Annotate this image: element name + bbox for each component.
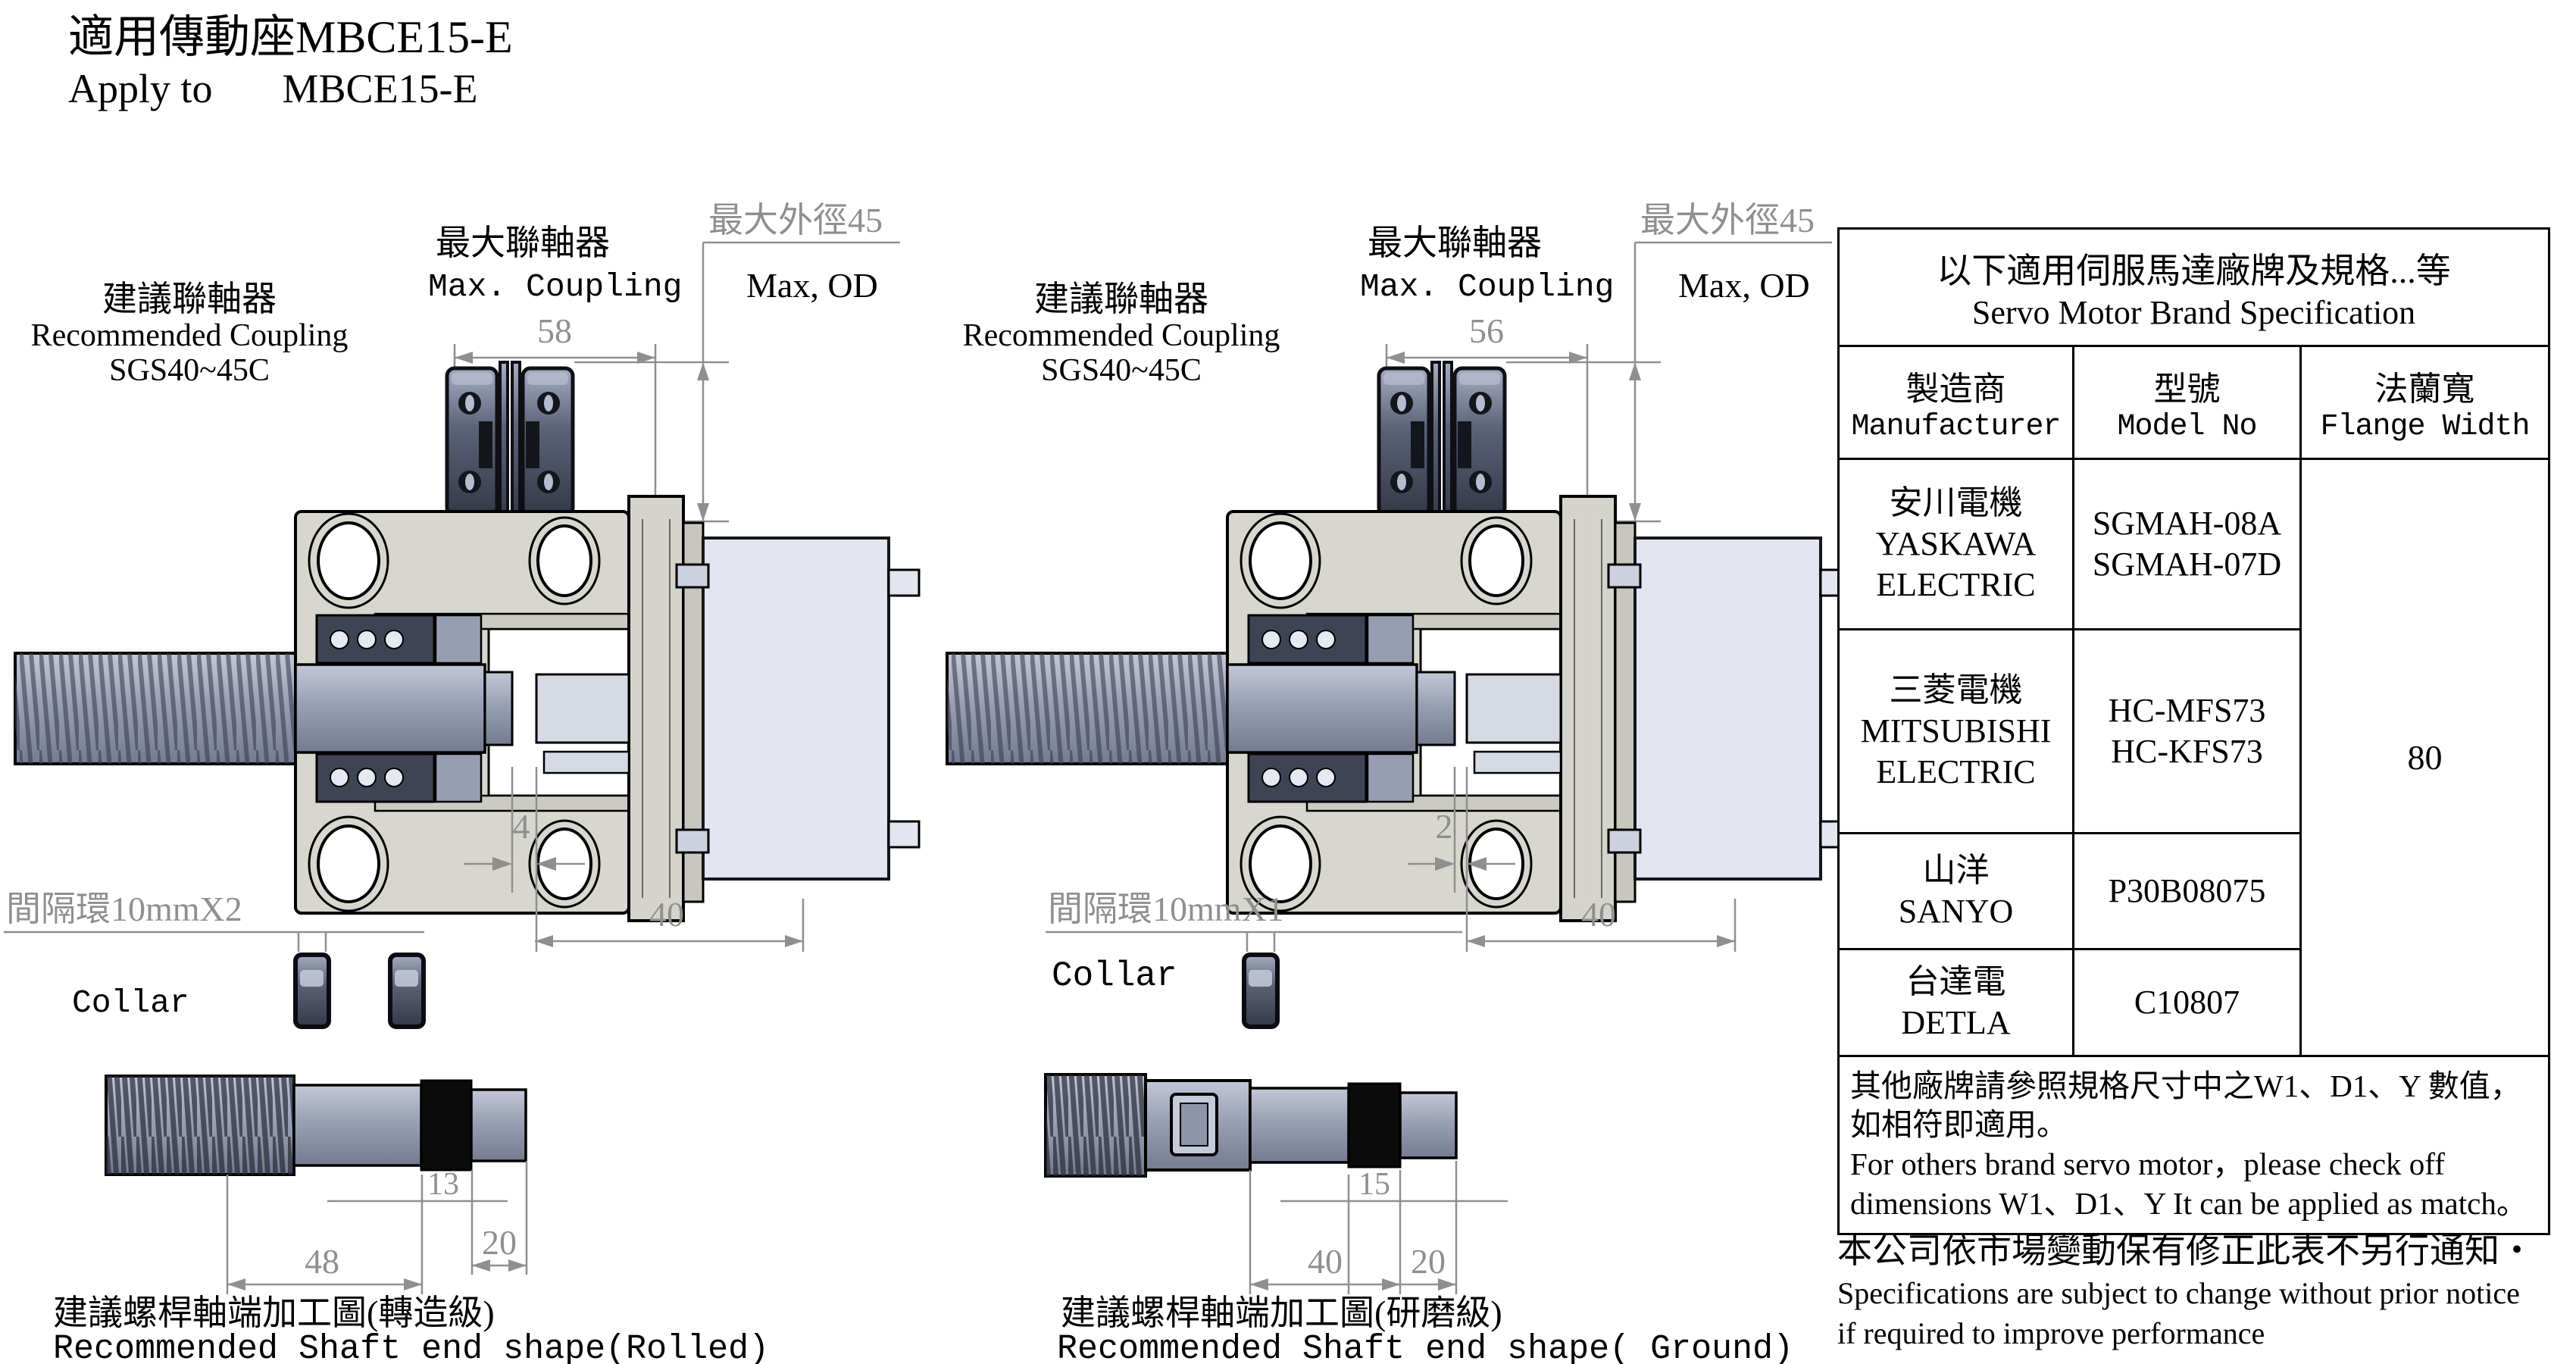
shaft-end-dimensions	[226, 1161, 528, 1294]
coupling-top-view	[447, 362, 573, 521]
flange-width-cell: 80	[2299, 458, 2551, 1057]
gap-dim-value: 4	[513, 807, 530, 846]
col-header-flange-en: Flange Width	[2320, 409, 2530, 444]
collar-label: Collar	[72, 984, 189, 1021]
collar-note: 間隔環10mmX2	[6, 890, 242, 928]
collar-label: Collar	[1052, 956, 1177, 996]
recommended-coupling-label-zh: 建議聯軸器	[1034, 280, 1208, 318]
table-title-cell: 以下適用伺服馬達廠牌及規格...等 Servo Motor Brand Spec…	[1837, 227, 2551, 347]
col-header-manufacturer: 製造商 Manufacturer	[1837, 345, 2074, 460]
motor-shaft-stub	[535, 673, 630, 744]
max-coupling-label-en: Max. Coupling	[1360, 268, 1614, 305]
shaft-dim-c: 20	[1411, 1242, 1446, 1281]
max-coupling-label-en: Max. Coupling	[428, 268, 682, 305]
shaft-dim-a: 15	[1358, 1167, 1390, 1202]
max-od-label-zh: 最大外徑45	[708, 201, 883, 239]
page-title-en: Apply to MBCE15-E	[68, 66, 513, 111]
recommended-coupling-model: SGS40~45C	[1041, 353, 1202, 388]
table-row: 台達電 DETLA C10807	[1837, 948, 2549, 1057]
spec-table: 以下適用伺服馬達廠牌及規格...等 Servo Motor Brand Spec…	[1837, 227, 2551, 1235]
shaft-end-dimensions	[1249, 1161, 1508, 1294]
motor-shaft-stub	[1465, 673, 1562, 744]
collar-note: 間隔環10mmX1	[1048, 890, 1284, 928]
table-title-en: Servo Motor Brand Specification	[1971, 293, 2416, 331]
collar-ring	[390, 955, 424, 1027]
technical-drawings-canvas: 建議聯軸器 Recommended Coupling SGS40~45C 最大聯…	[4, 201, 1852, 1364]
shaft-caption-en: Recommended Shaft end shape( Ground)	[1057, 1330, 1793, 1364]
col-header-manufacturer-zh: 製造商	[1905, 370, 2006, 408]
motor-shaft-key	[1473, 750, 1562, 774]
manufacturer-cell: 台達電 DETLA	[1837, 948, 2074, 1057]
model-cell: P30B08075	[2072, 832, 2302, 950]
collar-ring	[1244, 955, 1277, 1027]
depth-dimension	[1467, 899, 1737, 952]
table-row: 安川電機 YASKAWA ELECTRIC SGMAH-08A SGMAH-07…	[1837, 458, 2551, 1057]
manufacturer-cell: 安川電機 YASKAWA ELECTRIC	[1837, 458, 2074, 630]
motor-shaft-key	[542, 750, 630, 774]
model-cell: HC-MFS73 HC-KFS73	[2072, 628, 2302, 834]
max-od-label-en: Max, OD	[1678, 266, 1810, 305]
table-row: 山洋 SANYO P30B08075	[1837, 832, 2549, 950]
col-header-flange-zh: 法蘭寬	[2374, 370, 2475, 408]
footnote: 本公司依市場變動保有修正此表不另行通知・ Specifications are …	[1837, 1229, 2576, 1353]
drawing-ground: 建議聯軸器 Recommended Coupling SGS40~45C 最大聯…	[946, 201, 1852, 1364]
shaft-dim-b: 40	[1308, 1242, 1343, 1281]
recommended-coupling-label-en: Recommended Coupling	[31, 318, 349, 353]
table-note: 其他廠牌請參照規格尺寸中之W1、D1、Y 數值， 如相符即適用。 For oth…	[1837, 1055, 2551, 1235]
shaft-dim-c: 20	[482, 1223, 517, 1262]
page-header: 適用傳動座MBCE15-E Apply to MBCE15-E	[68, 12, 513, 111]
screw-shaft-tip	[1415, 671, 1456, 746]
apply-to-label: Apply to	[68, 66, 213, 111]
model-cell: C10807	[2072, 948, 2302, 1057]
recommended-coupling-label-en: Recommended Coupling	[963, 318, 1280, 353]
gap-dimension	[1408, 767, 1515, 952]
manufacturer-cell: 三菱電機 MITSUBISHI ELECTRIC	[1837, 628, 2074, 834]
shaft-dim-b: 48	[305, 1242, 339, 1281]
shaft-caption-zh: 建議螺桿軸端加工圖(研磨級)	[1061, 1294, 1502, 1332]
col-header-model: 型號 Model No	[2072, 345, 2302, 460]
max-coupling-label-zh: 最大聯軸器	[1368, 224, 1542, 262]
recommended-coupling-label-zh: 建議聯軸器	[102, 280, 277, 318]
shaft-end-ground	[1044, 1073, 1458, 1178]
gap-dimension	[464, 767, 585, 952]
table-title-zh: 以下適用伺服馬達廠牌及規格...等	[1937, 251, 2451, 290]
footnote-zh: 本公司依市場變動保有修正此表不另行通知・	[1837, 1231, 2534, 1270]
col-header-model-zh: 型號	[2153, 370, 2221, 408]
model-number: MBCE15-E	[282, 66, 478, 111]
max-od-label-en: Max, OD	[746, 266, 878, 305]
max-od-label-zh: 最大外徑45	[1640, 201, 1815, 239]
col-header-model-en: Model No	[2117, 409, 2257, 444]
coupling-top-view	[1379, 362, 1505, 521]
bracket-section-view	[946, 495, 1852, 922]
manufacturer-cell: 山洋 SANYO	[1837, 832, 2074, 950]
model-cell: SGMAH-08A SGMAH-07D	[2072, 458, 2302, 630]
bracket-section-view	[14, 495, 921, 922]
max-coupling-width-dim: 56	[1469, 311, 1504, 350]
depth-dim-value: 40	[1581, 895, 1616, 934]
depth-dim-value: 40	[649, 895, 684, 934]
gap-dim-value: 2	[1436, 807, 1453, 846]
shaft-caption-zh: 建議螺桿軸端加工圖(轉造級)	[53, 1294, 495, 1332]
max-coupling-label-zh: 最大聯軸器	[436, 224, 610, 262]
collar-ring	[295, 955, 329, 1027]
drawing-rolled: 建議聯軸器 Recommended Coupling SGS40~45C 最大聯…	[4, 201, 921, 1364]
depth-dimension	[535, 899, 805, 952]
max-coupling-width-dim: 58	[537, 311, 572, 350]
table-row: 三菱電機 MITSUBISHI ELECTRIC HC-MFS73 HC-KFS…	[1837, 628, 2549, 834]
shaft-caption-en: Recommended Shaft end shape(Rolled)	[53, 1330, 769, 1364]
servo-motor-spec-section: 以下適用伺服馬達廠牌及規格...等 Servo Motor Brand Spec…	[1837, 227, 2551, 1235]
recommended-coupling-model: SGS40~45C	[109, 353, 270, 388]
screw-shaft-tip	[483, 671, 514, 746]
shaft-dim-a: 13	[427, 1167, 459, 1202]
col-header-flange-width: 法蘭寬 Flange Width	[2299, 345, 2551, 460]
col-header-manufacturer-en: Manufacturer	[1851, 409, 2061, 444]
footnote-en: Specifications are subject to change wit…	[1837, 1275, 2520, 1350]
page-title-zh: 適用傳動座MBCE15-E	[68, 12, 513, 62]
shaft-end-rolled	[105, 1075, 527, 1176]
